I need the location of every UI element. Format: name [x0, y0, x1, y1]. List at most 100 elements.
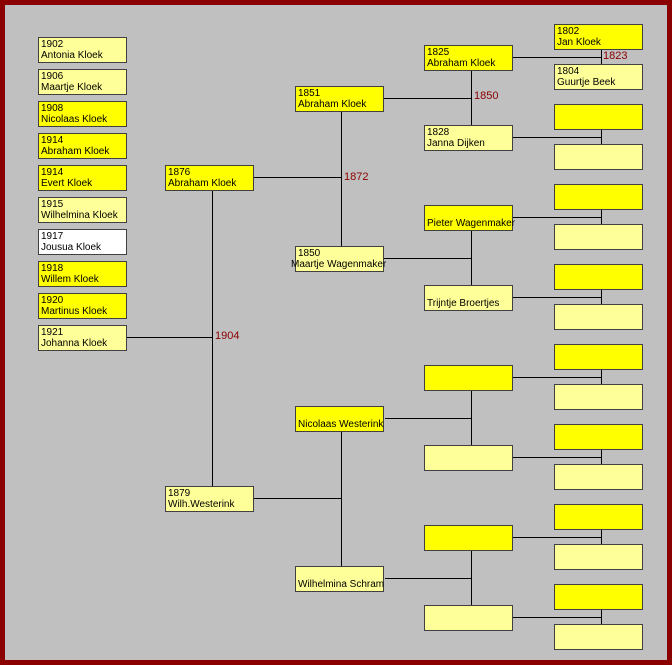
person-name: Wilhelmina Kloek — [41, 210, 118, 221]
person-year: 1876 — [168, 167, 191, 178]
person-year: 1908 — [41, 103, 64, 114]
person-box-child[interactable]: 1902 Antonia Kloek — [38, 37, 127, 63]
person-year: 1879 — [168, 488, 191, 499]
person-box-great-grandparent[interactable] — [424, 605, 513, 631]
person-year: 1918 — [41, 263, 64, 274]
person-name: Maartje Wagenmaker — [291, 259, 387, 270]
person-name: Wilh.Westerink — [168, 499, 235, 510]
connector — [253, 498, 341, 499]
person-box-great-grandparent[interactable] — [424, 365, 513, 391]
person-box-great-great-grandparent[interactable]: 1802 Jan Kloek — [554, 24, 643, 50]
person-box-great-grandparent[interactable]: 1825 Abraham Kloek — [424, 45, 513, 71]
person-box-child[interactable]: 1914 Evert Kloek — [38, 165, 127, 191]
connector — [601, 209, 602, 225]
person-year: 1917 — [41, 231, 64, 242]
person-box-great-great-grandparent[interactable] — [554, 104, 643, 130]
person-box-great-great-grandparent[interactable] — [554, 504, 643, 530]
connector — [513, 537, 601, 538]
person-box-child[interactable]: 1915 Wilhelmina Kloek — [38, 197, 127, 223]
person-year: 1915 — [41, 199, 64, 210]
marriage-year-paternal-grandparents: 1872 — [343, 171, 370, 183]
person-box-great-great-grandparent[interactable] — [554, 304, 643, 330]
person-box-great-grandparent[interactable] — [424, 445, 513, 471]
connector — [601, 129, 602, 145]
person-box-child[interactable]: 1917 Jousua Kloek — [38, 229, 127, 255]
person-box-great-grandparent[interactable]: 1828 Janna Dijken — [424, 125, 513, 151]
connector — [341, 111, 342, 247]
person-box-maternal-grandfather[interactable]: Nicolaas Westerink — [295, 406, 384, 432]
person-box-great-great-grandparent[interactable] — [554, 584, 643, 610]
person-year: 1851 — [298, 88, 321, 99]
person-year: 1802 — [557, 26, 580, 37]
connector — [471, 231, 472, 285]
person-box-great-great-grandparent[interactable] — [554, 464, 643, 490]
person-year: 1914 — [41, 167, 64, 178]
connector — [212, 190, 213, 487]
person-year: 1902 — [41, 39, 64, 50]
connector — [513, 217, 601, 218]
person-box-paternal-grandfather[interactable]: 1851 Abraham Kloek — [295, 86, 384, 112]
connector — [601, 369, 602, 385]
person-name: Evert Kloek — [41, 178, 93, 189]
person-year: 1914 — [41, 135, 64, 146]
person-year: 1825 — [427, 47, 450, 58]
person-name: Abraham Kloek — [168, 178, 237, 189]
connector — [513, 377, 601, 378]
person-box-child[interactable]: 1920 Martinus Kloek — [38, 293, 127, 319]
person-year: 1850 — [298, 248, 321, 259]
person-name: Abraham Kloek — [298, 99, 367, 110]
person-box-child[interactable]: 1914 Abraham Kloek — [38, 133, 127, 159]
person-box-paternal-grandmother[interactable]: 1850 Maartje Wagenmaker — [291, 246, 386, 272]
person-box-great-great-grandparent[interactable] — [554, 344, 643, 370]
connector — [471, 71, 472, 125]
connector — [601, 529, 602, 545]
person-name: Johanna Kloek — [41, 338, 108, 349]
marriage-year-parents: 1904 — [214, 330, 241, 342]
person-box-great-grandparent[interactable] — [424, 525, 513, 551]
person-box-great-great-grandparent[interactable]: 1804 Guurtje Beek — [554, 64, 643, 90]
person-box-great-great-grandparent[interactable] — [554, 224, 643, 250]
person-box-child[interactable]: 1921 Johanna Kloek — [38, 325, 127, 351]
connector — [471, 550, 472, 605]
person-name: Abraham Kloek — [427, 58, 496, 69]
person-box-child[interactable]: 1918 Willem Kloek — [38, 261, 127, 287]
person-year: 1920 — [41, 295, 64, 306]
person-name: Jan Kloek — [557, 37, 601, 48]
person-box-child[interactable]: 1906 Maartje Kloek — [38, 69, 127, 95]
person-box-great-great-grandparent[interactable] — [554, 144, 643, 170]
person-name: Willem Kloek — [41, 274, 99, 285]
person-name: Guurtje Beek — [557, 77, 616, 88]
connector — [385, 578, 471, 579]
person-box-maternal-grandmother[interactable]: Wilhelmina Schram — [295, 566, 384, 592]
person-box-great-great-grandparent[interactable] — [554, 264, 643, 290]
person-year: 1906 — [41, 71, 64, 82]
person-name: Martinus Kloek — [41, 306, 108, 317]
person-box-great-great-grandparent[interactable] — [554, 424, 643, 450]
person-name: Nicolaas Westerink — [298, 419, 384, 430]
person-box-mother[interactable]: 1879 Wilh.Westerink — [165, 486, 254, 512]
person-box-great-great-grandparent[interactable] — [554, 544, 643, 570]
person-name: Janna Dijken — [427, 138, 485, 149]
connector — [601, 449, 602, 465]
connector — [471, 390, 472, 445]
person-year: 1804 — [557, 66, 580, 77]
connector — [253, 177, 341, 178]
connector — [601, 289, 602, 305]
person-box-great-great-grandparent[interactable] — [554, 624, 643, 650]
person-name: Antonia Kloek — [41, 50, 103, 61]
person-box-great-grandparent[interactable]: Pieter Wagenmaker — [424, 205, 515, 231]
connector — [383, 258, 471, 259]
connector — [513, 297, 601, 298]
connector — [126, 337, 213, 338]
connector — [601, 50, 602, 65]
person-year: 1921 — [41, 327, 64, 338]
connector — [341, 431, 342, 567]
person-box-father[interactable]: 1876 Abraham Kloek — [165, 165, 254, 191]
person-box-great-great-grandparent[interactable] — [554, 384, 643, 410]
person-name: Pieter Wagenmaker — [427, 218, 515, 229]
person-box-great-grandparent[interactable]: Trijntje Broertjes — [424, 285, 513, 311]
person-box-great-great-grandparent[interactable] — [554, 184, 643, 210]
person-box-child[interactable]: 1908 Nicolaas Kloek — [38, 101, 127, 127]
person-name: Wilhelmina Schram — [298, 579, 385, 590]
